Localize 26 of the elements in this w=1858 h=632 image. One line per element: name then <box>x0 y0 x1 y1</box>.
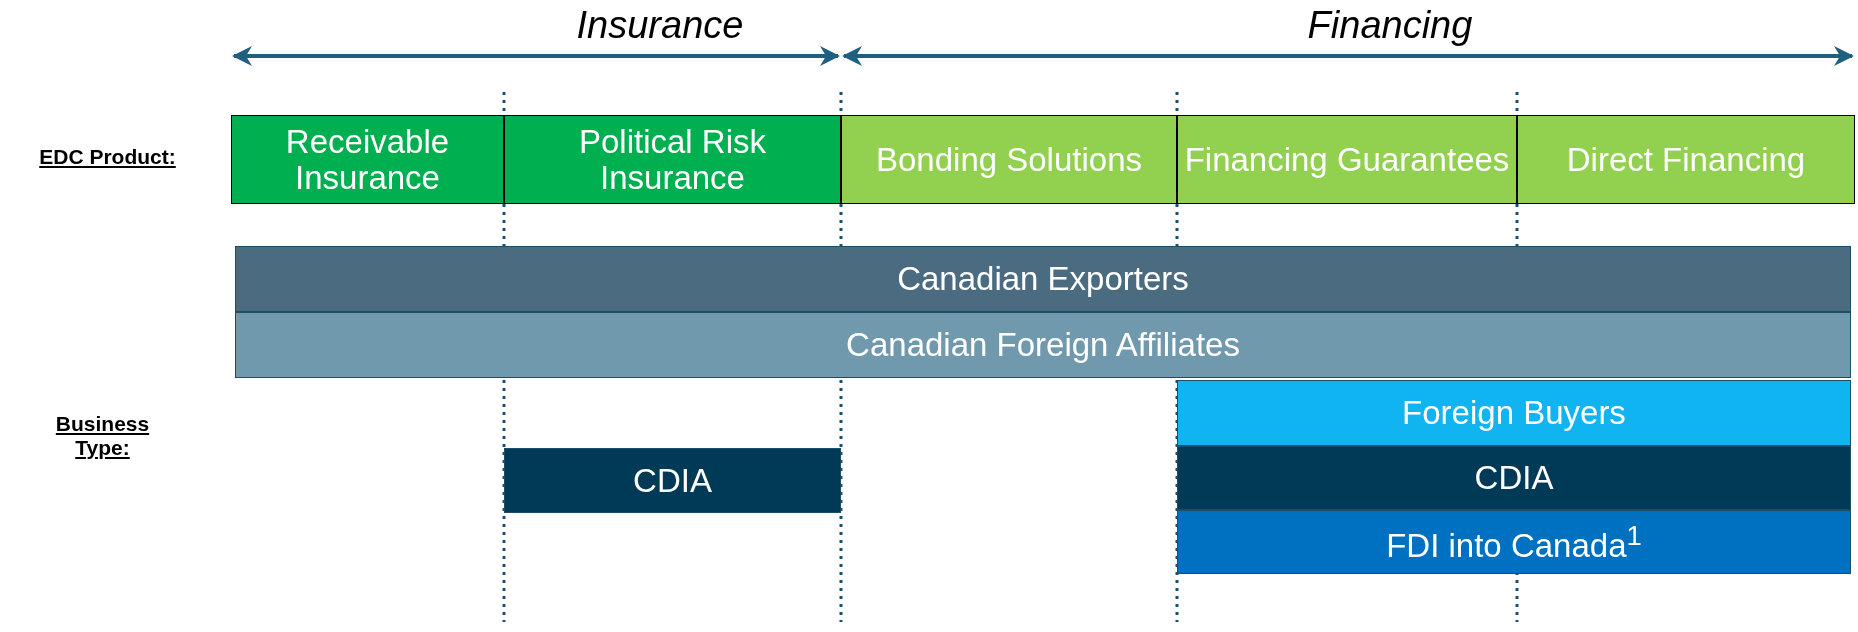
business-bar <box>504 448 841 513</box>
box-label: CDIA <box>633 461 712 500</box>
box-label: Political Risk Insurance <box>577 123 767 196</box>
section-heading: Insurance <box>575 4 745 47</box>
box-label: Canadian Exporters <box>897 260 1189 298</box>
box-label: Financing Guarantees <box>1184 141 1510 178</box>
box-label: Foreign Buyers <box>1402 394 1626 432</box>
section-heading: Financing <box>1306 4 1474 47</box>
box-label: Bonding Solutions <box>876 141 1142 178</box>
box-label: CDIA <box>1474 459 1554 497</box>
box-label: Receivable Insurance <box>284 123 451 196</box>
business-bar <box>235 312 1851 378</box>
product-box <box>841 115 1177 204</box>
business-bar <box>1177 510 1851 574</box>
product-box <box>504 115 841 204</box>
product-box <box>1517 115 1855 204</box>
product-box <box>1177 115 1517 204</box>
row-heading: Business Type: <box>54 412 151 460</box>
box-label: Direct Financing <box>1566 141 1806 178</box>
business-bar <box>235 246 1851 312</box>
business-bar <box>1177 446 1851 510</box>
business-bar <box>1177 380 1851 446</box>
product-box <box>231 115 504 204</box>
box-label: Canadian Foreign Affiliates <box>846 326 1240 364</box>
box-label: FDI into Canada$^{1}$ <box>1386 519 1642 565</box>
row-heading: EDC Product: <box>38 145 177 169</box>
